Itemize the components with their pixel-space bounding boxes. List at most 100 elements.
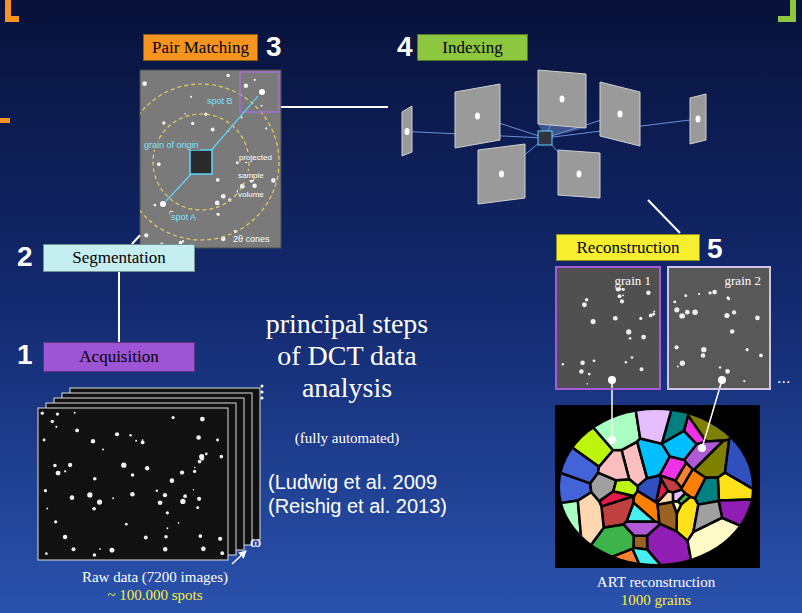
diffraction-spot <box>613 316 618 321</box>
sample <box>538 131 552 145</box>
leader-dot <box>698 444 706 452</box>
raw-data-panel: Raw data (7200 images)~ 100.000 spots <box>25 385 285 609</box>
step-title: Indexing <box>442 38 502 58</box>
diffraction-spot <box>221 194 226 199</box>
diffraction-spot <box>560 96 565 103</box>
diffraction-spot <box>252 183 257 188</box>
diffraction-spot <box>121 462 126 467</box>
diffraction-spot <box>218 537 222 541</box>
caption-block: ART reconstruction1000 grains <box>545 573 767 609</box>
diffraction-spot <box>191 122 194 125</box>
diffraction-spot <box>201 547 206 552</box>
diffraction-spot <box>45 552 48 555</box>
diffraction-spot <box>698 293 700 295</box>
note: (fully automated) <box>295 430 400 446</box>
diffraction-spot <box>157 162 161 166</box>
diffraction-spot <box>180 470 184 474</box>
image-frame <box>140 70 281 248</box>
diffraction-spot <box>730 329 735 334</box>
reconstruction-panel: ART reconstruction1000 grains <box>545 403 767 609</box>
caption-text: Raw data (7200 images) <box>25 568 285 586</box>
step-number-holder: 5 <box>707 232 723 266</box>
grain-cell <box>684 441 723 470</box>
diffraction-spot <box>180 499 185 504</box>
rotation-arrow <box>232 551 246 564</box>
flow-line <box>281 106 388 108</box>
flow-line <box>648 200 680 233</box>
art-reconstruction-image <box>555 405 760 568</box>
image-annotation: spot A <box>170 206 197 224</box>
spot <box>160 201 166 207</box>
diffraction-spot <box>193 470 196 473</box>
detector-panel <box>478 144 525 204</box>
image-annotation: 2θ cones <box>232 228 271 246</box>
step-number-holder: 1 <box>17 338 33 372</box>
diffraction-spot <box>679 313 684 318</box>
diffraction-spot <box>184 113 186 115</box>
grain-cell <box>613 479 637 496</box>
detector-panel <box>538 70 586 128</box>
diffraction-spot <box>696 116 701 123</box>
diffraction-spot <box>629 337 632 340</box>
diffraction-spot <box>196 506 199 509</box>
diffraction-spot <box>641 335 646 340</box>
diffraction-spot <box>685 310 690 315</box>
step-number: 5 <box>707 233 723 264</box>
step-number-holder: 3 <box>266 30 282 64</box>
caption-text: ~ 100.000 spots <box>25 586 285 604</box>
diffraction-spot <box>640 367 644 371</box>
diffraction-spot <box>680 361 685 366</box>
corner-mark <box>5 16 19 22</box>
grain-cell <box>555 435 599 483</box>
diffraction-spot <box>585 298 588 301</box>
caption-block: Raw data (7200 images)~ 100.000 spots <box>25 568 285 604</box>
diffraction-spot <box>625 361 627 363</box>
diffraction-spot <box>226 74 230 78</box>
detector-panel <box>402 106 412 156</box>
diffraction-spot <box>712 290 717 295</box>
diffraction-spot <box>196 435 201 440</box>
image-annotation: spot B <box>206 90 234 108</box>
grain-title: grain 1 <box>613 271 653 289</box>
diffraction-spot <box>755 316 760 321</box>
caption-text: 1000 grains <box>545 591 767 609</box>
diffraction-spot <box>745 348 748 351</box>
diffraction-spot <box>92 507 96 511</box>
diffraction-spot <box>674 345 678 349</box>
ellipsis-dot <box>261 385 264 388</box>
diffraction-spot <box>652 313 655 316</box>
diffraction-spot <box>109 548 114 553</box>
diffraction-spot <box>591 319 596 324</box>
grain-cell <box>578 492 604 556</box>
diffraction-spot <box>198 534 202 538</box>
slide-heading-holder: principal steps of DCT data analysis <box>252 308 442 405</box>
image-annotation: grain of origin <box>143 134 200 152</box>
grain-cell <box>693 501 722 532</box>
diffraction-spot <box>244 84 249 89</box>
diffraction-spot <box>183 494 187 498</box>
corner-mark <box>778 16 796 22</box>
grain-label: grain 2 <box>723 273 763 288</box>
image-frame <box>555 405 760 568</box>
diffraction-spot <box>593 359 596 362</box>
diffraction-spot <box>56 412 59 415</box>
diffraction-spot <box>144 233 148 237</box>
grain-cell <box>574 405 640 450</box>
diffraction-spot <box>621 288 624 291</box>
step-title: Pair Matching <box>152 38 249 58</box>
grain-cell <box>673 501 682 513</box>
detector-panel <box>600 82 640 146</box>
step-number: 2 <box>17 241 33 272</box>
diffraction-spot <box>194 467 196 469</box>
annotation-text: spot B <box>206 96 234 106</box>
grain-of-origin <box>190 150 212 174</box>
diffraction-spot <box>200 417 205 422</box>
raw-image-stack <box>38 385 264 565</box>
diffraction-spot <box>142 81 147 86</box>
reference-holder: (Ludwig et al. 2009 <box>268 470 437 494</box>
diffraction-spot <box>131 473 135 477</box>
grain-panel: grain 1 <box>555 266 661 390</box>
diffraction-spot <box>141 440 145 444</box>
step-box: Segmentation <box>43 244 195 272</box>
step-number-holder: 4 <box>397 30 413 64</box>
